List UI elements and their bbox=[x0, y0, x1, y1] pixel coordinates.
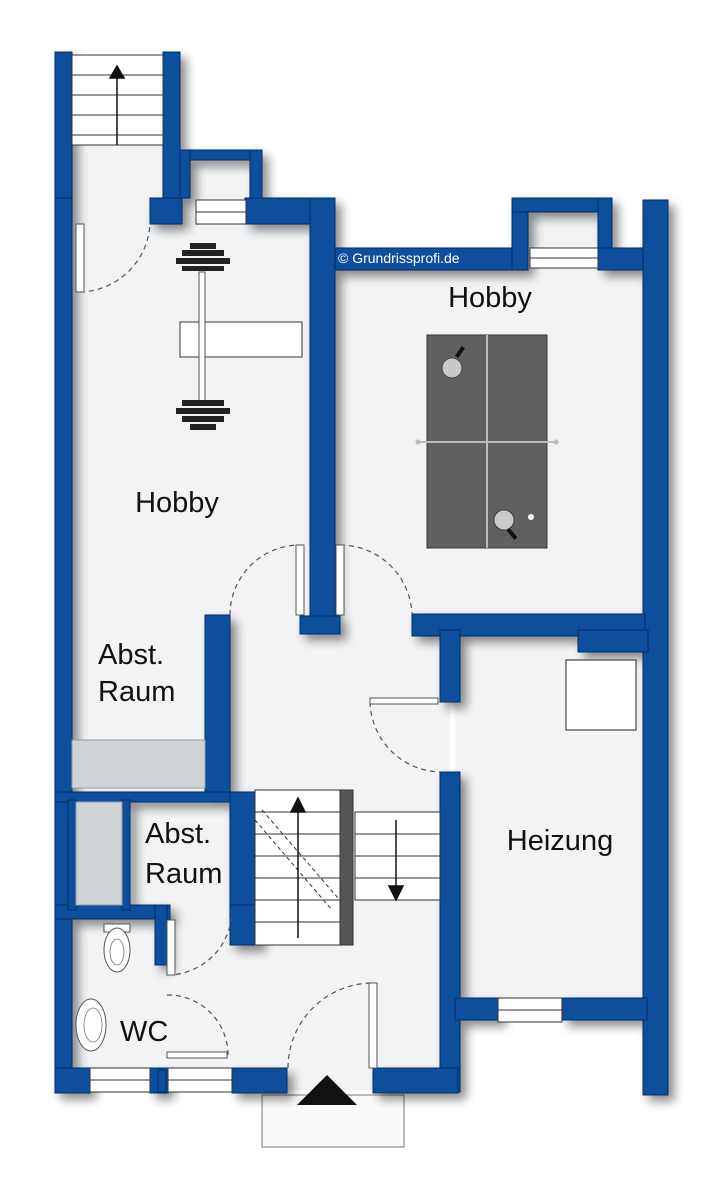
room-label-abstellraum-upper-1: Abst. bbox=[98, 639, 164, 671]
entrance-step bbox=[261, 1094, 405, 1148]
room-label-abstellraum-lower-2: Raum bbox=[145, 858, 222, 890]
washbasin-icon bbox=[75, 998, 107, 1052]
room-label-wc: WC bbox=[120, 1016, 168, 1048]
boiler bbox=[565, 659, 637, 731]
room-label-heizung: Heizung bbox=[507, 825, 613, 857]
weight-bench bbox=[179, 321, 303, 358]
door-leaves bbox=[75, 223, 439, 1069]
room-label-abstellraum-upper-2: Raum bbox=[98, 676, 175, 708]
stair-up-arrow-icon bbox=[108, 64, 126, 145]
stair-down-arrow-icon bbox=[387, 820, 405, 902]
stairs-main-up bbox=[254, 789, 354, 946]
stair-up-arrow-icon bbox=[289, 796, 307, 938]
toilet-icon bbox=[103, 923, 131, 973]
entrance-triangle-icon bbox=[297, 1075, 357, 1105]
doors bbox=[79, 223, 441, 1069]
table-tennis-table-icon bbox=[415, 334, 559, 549]
room-label-hobby-right: Hobby bbox=[448, 282, 532, 314]
copyright-label: © Grundrissprofi.de bbox=[338, 250, 460, 266]
dumbbell-icon bbox=[176, 243, 230, 430]
storage-shelf-lower bbox=[75, 801, 123, 906]
storage-shelf-upper bbox=[71, 739, 206, 789]
windows bbox=[89, 199, 599, 1093]
room-label-abstellraum-lower-1: Abst. bbox=[145, 818, 211, 850]
room-label-hobby-left: Hobby bbox=[135, 487, 219, 519]
